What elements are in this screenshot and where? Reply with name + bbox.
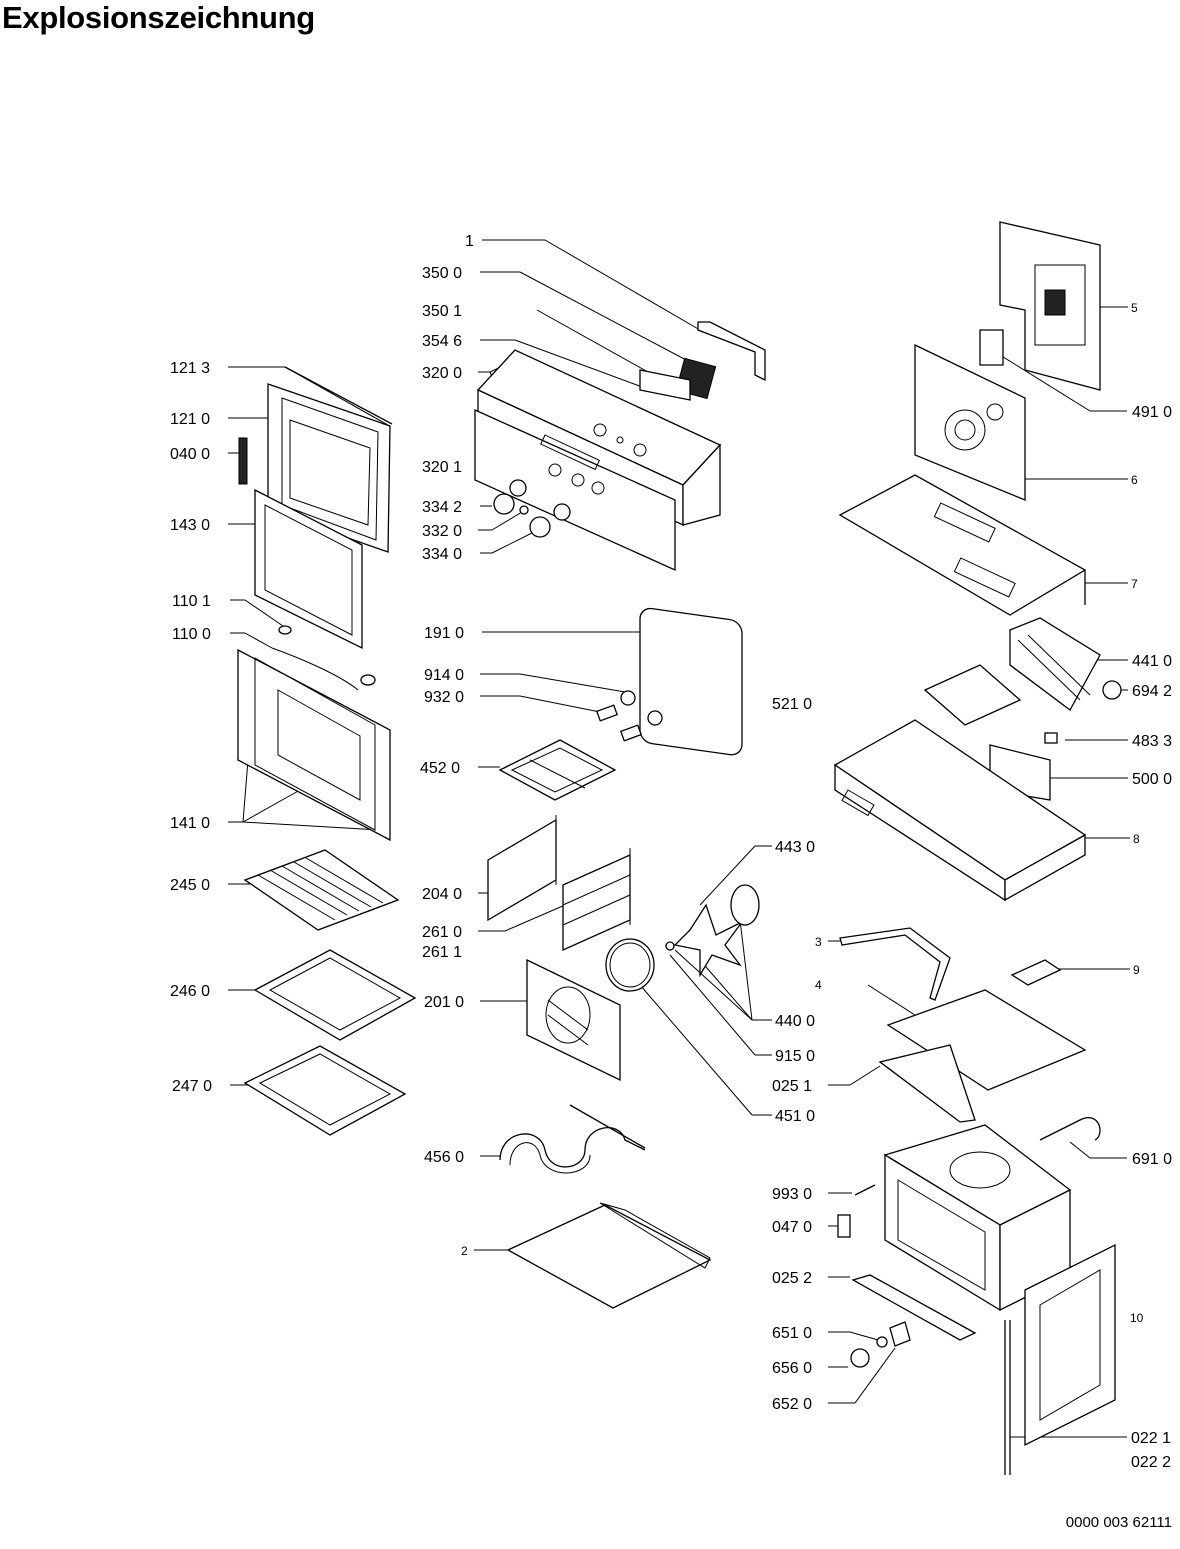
label-4430: 443 0 [775, 839, 815, 856]
bottom-cover-plate [506, 1204, 712, 1309]
label-1101: 110 1 [172, 593, 211, 610]
label-6910: 691 0 [1132, 1151, 1172, 1168]
label-6520: 652 0 [772, 1396, 812, 1413]
label-4410: 441 0 [1132, 653, 1172, 670]
label-6942: 694 2 [1132, 683, 1172, 700]
label-2460: 246 0 [170, 983, 210, 1000]
relay-module [979, 329, 1004, 366]
label-7: 7 [1131, 577, 1138, 591]
label-3340: 334 0 [422, 546, 462, 563]
label-9150: 915 0 [775, 1048, 815, 1065]
label-0470: 047 0 [772, 1219, 812, 1236]
document-number: 0000 003 62111 [1065, 1514, 1172, 1531]
label-1430: 143 0 [170, 517, 210, 534]
back-wall-plate [914, 343, 1026, 501]
label-4400: 440 0 [775, 1013, 815, 1030]
label-2611: 261 1 [422, 944, 462, 961]
inner-door-glass [254, 488, 363, 650]
label-4520: 452 0 [420, 760, 460, 777]
label-3342: 334 2 [422, 499, 462, 516]
tangential-fan [1009, 617, 1101, 711]
label-8: 8 [1133, 832, 1140, 846]
oven-rack [243, 849, 400, 931]
label-2470: 247 0 [172, 1078, 212, 1095]
label-3200: 320 0 [422, 365, 462, 382]
label-4510: 451 0 [775, 1108, 815, 1125]
label-9320: 932 0 [424, 689, 464, 706]
fan-cover [526, 958, 621, 1082]
fan-housing [923, 664, 1022, 726]
label-2040: 204 0 [422, 886, 462, 903]
label-2610: 261 0 [422, 924, 462, 941]
label-1100: 110 0 [172, 626, 211, 643]
shelf-guide [498, 739, 617, 801]
label-4: 4 [815, 978, 822, 992]
label-1210: 121 0 [170, 411, 210, 428]
label-3501: 350 1 [422, 303, 462, 320]
label-3201: 320 1 [422, 459, 462, 476]
label-2010: 201 0 [424, 994, 464, 1011]
label-0221: 022 1 [1131, 1430, 1171, 1447]
top-cover [838, 474, 1087, 616]
bottom-heater [499, 1127, 646, 1168]
label-10: 10 [1130, 1311, 1144, 1325]
fan-blade [673, 903, 743, 978]
label-0251: 025 1 [772, 1078, 812, 1095]
label-3: 3 [815, 935, 822, 949]
side-grid-left [487, 818, 557, 922]
label-0252: 025 2 [772, 1270, 812, 1287]
ring-heater [605, 938, 655, 992]
side-panel [1024, 1243, 1116, 1447]
drip-tray [243, 1045, 407, 1136]
telescopic-runners [562, 853, 631, 952]
outer-door-glass [237, 648, 391, 842]
fascia-panel [474, 408, 676, 572]
label-9140: 914 0 [424, 667, 464, 684]
label-6: 6 [1131, 473, 1138, 487]
label-4910: 491 0 [1132, 404, 1172, 421]
label-1910: 191 0 [424, 625, 464, 642]
label-2: 2 [461, 1244, 468, 1258]
label-1410: 141 0 [170, 815, 210, 832]
label-6510: 651 0 [772, 1325, 812, 1342]
label-0222: 022 2 [1131, 1454, 1171, 1471]
label-0400: 040 0 [170, 446, 210, 463]
label-3320: 332 0 [422, 523, 462, 540]
label-1213: 121 3 [170, 360, 210, 377]
label-1: 1 [465, 233, 474, 250]
label-6560: 656 0 [772, 1360, 812, 1377]
label-5: 5 [1131, 301, 1138, 315]
parts-illustration [237, 221, 1122, 1475]
label-9: 9 [1133, 963, 1140, 977]
door-seal [639, 607, 743, 756]
part-labels: 1 350 0 350 1 354 6 320 0 320 1 334 2 33… [170, 233, 1172, 1471]
label-3500: 350 0 [422, 265, 462, 282]
label-5210: 521 0 [772, 696, 812, 713]
baking-tray [253, 949, 417, 1041]
oven-door-frame [267, 383, 391, 553]
label-3546: 354 6 [422, 333, 462, 350]
label-9930: 993 0 [772, 1186, 812, 1203]
door-hinge [238, 437, 248, 485]
label-4560: 456 0 [424, 1149, 464, 1166]
label-4833: 483 3 [1132, 733, 1172, 750]
label-2450: 245 0 [170, 877, 210, 894]
page-title: Explosionszeichnung [2, 0, 315, 35]
label-5000: 500 0 [1132, 771, 1172, 788]
